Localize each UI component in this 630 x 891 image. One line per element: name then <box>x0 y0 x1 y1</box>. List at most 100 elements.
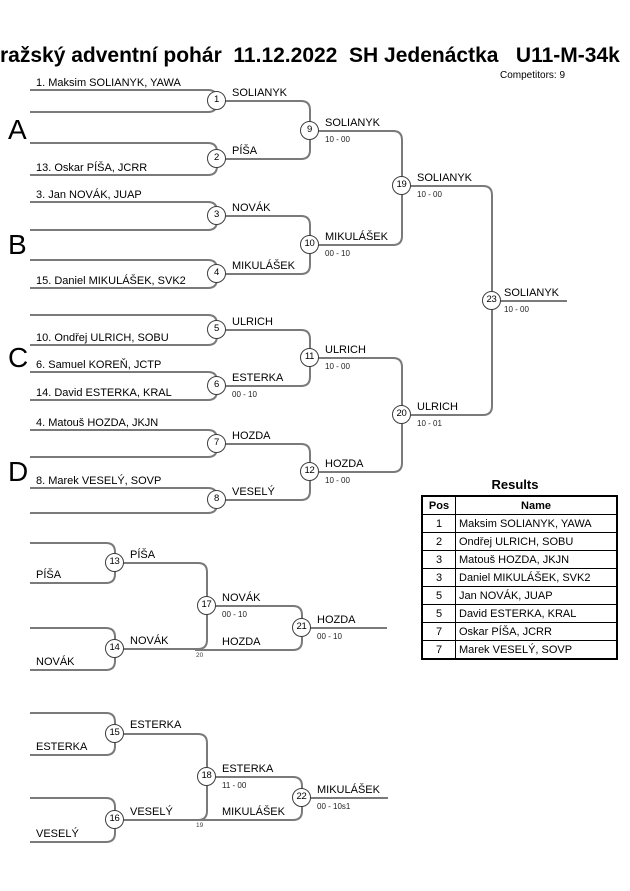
match-circle-16: 16 <box>105 810 124 829</box>
result-name: Marek VESELÝ, SOVP <box>455 640 618 660</box>
champion-label: SOLIANYK <box>504 287 560 299</box>
winner-label: NOVÁK <box>222 592 261 604</box>
match-circle-4: 4 <box>207 264 226 283</box>
winner-label: ESTERKA <box>232 372 284 384</box>
match-circle-12: 12 <box>300 462 319 481</box>
result-pos: 3 <box>421 550 456 569</box>
seed-name: 3. Jan NOVÁK, JUAP <box>36 189 142 201</box>
entrant-label: PÍŠA <box>36 569 62 581</box>
match-score: 10 - 00 <box>504 305 529 314</box>
feed-match-ref: 19 <box>196 822 204 829</box>
winner-label: SOLIANYK <box>325 117 381 129</box>
match-circle-17: 17 <box>197 596 216 615</box>
result-pos: 2 <box>421 532 456 551</box>
competitors-count: Competitors: 9 <box>500 70 566 81</box>
winner-label: ESTERKA <box>130 719 182 731</box>
match-circle-11: 11 <box>300 348 319 367</box>
result-pos: 7 <box>421 640 456 660</box>
match-score: 00 - 10 <box>325 249 350 258</box>
winner-label: HOZDA <box>232 430 271 442</box>
match-circle-1: 1 <box>207 91 226 110</box>
match-circle-6: 6 <box>207 376 226 395</box>
match-score: 10 - 01 <box>417 419 442 428</box>
match-score: 00 - 10 <box>222 610 247 619</box>
entrant-label: ESTERKA <box>36 741 88 753</box>
result-name: Ondřej ULRICH, SOBU <box>455 532 618 551</box>
match-score: 10 - 00 <box>417 190 442 199</box>
seed-name: 14. David ESTERKA, KRAL <box>36 387 172 399</box>
match-circle-3: 3 <box>207 206 226 225</box>
result-name: Oskar PÍŠA, JCRR <box>455 622 618 641</box>
match-score: 10 - 00 <box>325 362 350 371</box>
match-circle-13: 13 <box>105 553 124 572</box>
seed-name: 6. Samuel KOREŇ, JCTP <box>36 359 162 371</box>
match-circle-19: 19 <box>392 176 411 195</box>
feed-label: HOZDA <box>222 636 261 648</box>
seed-name: 4. Matouš HOZDA, JKJN <box>36 417 159 429</box>
match-circle-14: 14 <box>105 639 124 658</box>
winner-label: PÍŠA <box>130 549 156 561</box>
feed-match-ref: 20 <box>196 652 204 659</box>
group-label-d: D <box>8 456 29 487</box>
match-score: 00 - 10 <box>232 390 257 399</box>
winner-label: SOLIANYK <box>232 87 288 99</box>
winner-label: ULRICH <box>325 344 366 356</box>
group-label-a: A <box>8 114 27 145</box>
winner-label: PÍŠA <box>232 145 258 157</box>
result-pos: 7 <box>421 622 456 641</box>
match-circle-7: 7 <box>207 434 226 453</box>
result-name: Maksim SOLIANYK, YAWA <box>455 514 618 533</box>
seed-name: 1. Maksim SOLIANYK, YAWA <box>36 77 181 89</box>
winner-label: SOLIANYK <box>417 172 473 184</box>
winner-label: VESELÝ <box>130 806 173 818</box>
result-name: Matouš HOZDA, JKJN <box>455 550 618 569</box>
feed-label: MIKULÁŠEK <box>222 806 285 818</box>
results-title: Results <box>491 477 539 492</box>
match-score: 10 - 00 <box>325 135 350 144</box>
winner-label: HOZDA <box>325 458 364 470</box>
seed-name: 13. Oskar PÍŠA, JCRR <box>36 162 148 174</box>
results-header-pos: Pos <box>421 495 456 515</box>
match-circle-9: 9 <box>300 121 319 140</box>
result-pos: 5 <box>421 604 456 623</box>
match-circle-8: 8 <box>207 490 226 509</box>
match-circle-21: 21 <box>292 618 311 637</box>
result-name: Daniel MIKULÁŠEK, SVK2 <box>455 568 618 587</box>
winner-label: NOVÁK <box>232 202 271 214</box>
seed-name: 8. Marek VESELÝ, SOVP <box>36 475 162 487</box>
winner-label: ULRICH <box>232 316 273 328</box>
match-circle-22: 22 <box>292 788 311 807</box>
group-label-b: B <box>8 229 27 260</box>
match-circle-15: 15 <box>105 724 124 743</box>
results-header-name: Name <box>455 495 618 515</box>
match-circle-10: 10 <box>300 235 319 254</box>
group-label-c: C <box>8 342 29 373</box>
seed-name: 15. Daniel MIKULÁŠEK, SVK2 <box>36 275 186 287</box>
entrant-label: VESELÝ <box>36 828 79 840</box>
match-circle-20: 20 <box>392 405 411 424</box>
match-circle-5: 5 <box>207 320 226 339</box>
result-pos: 3 <box>421 568 456 587</box>
entrant-label: NOVÁK <box>36 656 75 668</box>
page-title: ražský adventní pohár 11.12.2022 SH Jede… <box>0 44 620 67</box>
result-pos: 1 <box>421 514 456 533</box>
winner-label: NOVÁK <box>130 635 169 647</box>
match-score: 10 - 00 <box>325 476 350 485</box>
winner-label: ULRICH <box>417 401 458 413</box>
match-circle-23: 23 <box>482 291 501 310</box>
match-score: 11 - 00 <box>222 781 247 790</box>
result-pos: 5 <box>421 586 456 605</box>
match-circle-18: 18 <box>197 767 216 786</box>
winner-label: MIKULÁŠEK <box>317 784 380 796</box>
match-score: 00 - 10s1 <box>317 802 351 811</box>
results-header-row: Pos Name <box>421 495 618 515</box>
